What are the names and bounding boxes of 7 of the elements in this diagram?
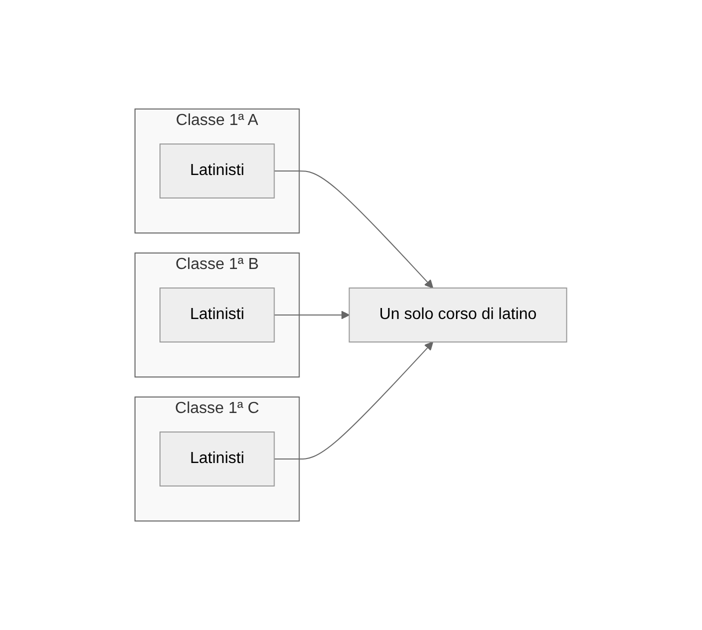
arrow	[274, 170, 434, 288]
node-box: Latinisti	[160, 144, 275, 198]
node-box: Latinisti	[160, 432, 275, 486]
arrow	[274, 342, 434, 460]
node-box: Latinisti	[160, 288, 275, 342]
arrow	[274, 310, 350, 320]
node-box: Un solo corso di latino	[348, 288, 568, 342]
